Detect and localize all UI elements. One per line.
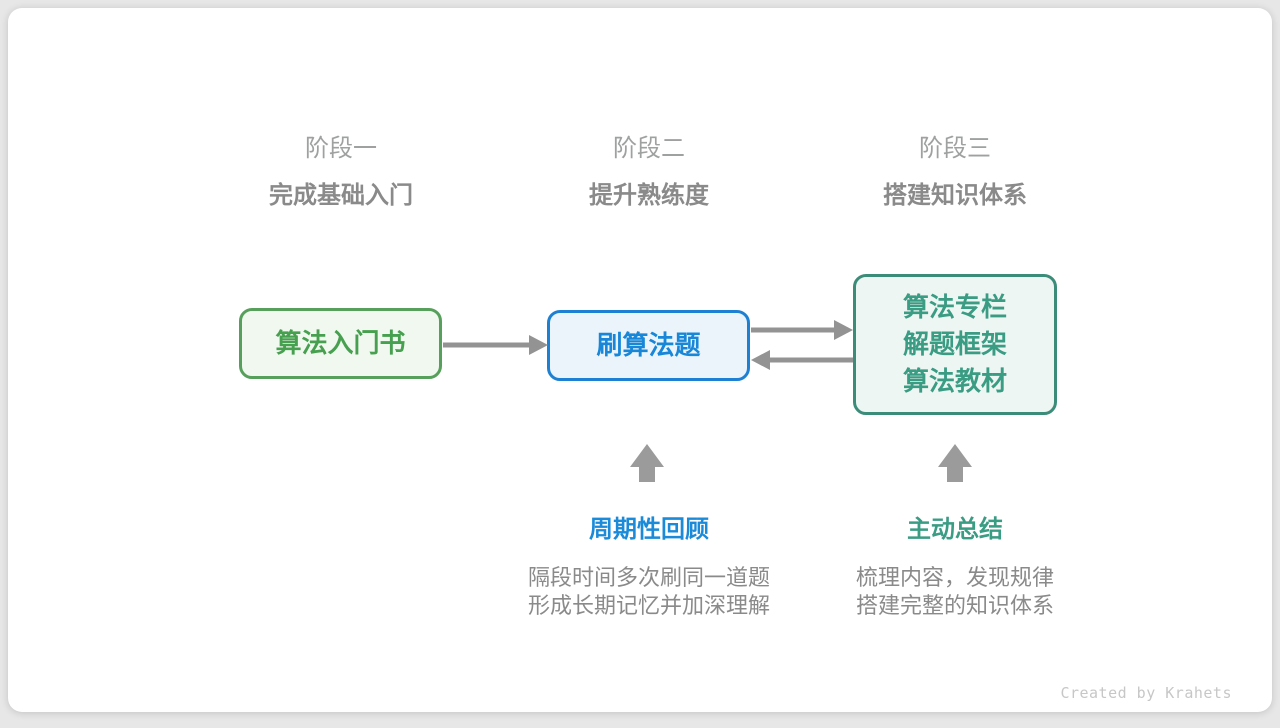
node-practice-problems-label: 刷算法题: [596, 330, 701, 360]
annotation-periodic-review-desc-line-1: 隔段时间多次刷同一道题: [527, 565, 770, 590]
up-arrow-summarize: [938, 444, 972, 482]
node-knowledge-sources: 算法专栏 解题框架 算法教材: [853, 274, 1057, 415]
stage-1-subtitle: 完成基础入门: [269, 182, 413, 209]
stage-header-3: 阶段三 搭建知识体系: [795, 134, 1115, 211]
stage-header-2: 阶段二 提升熟练度: [489, 134, 809, 211]
annotation-active-summary-desc-line-2: 搭建完整的知识体系: [855, 593, 1054, 618]
arrow-practice-to-knowledge: [751, 320, 853, 340]
stage-2-label: 阶段二: [613, 135, 685, 162]
stage-2-subtitle: 提升熟练度: [589, 182, 709, 209]
annotation-periodic-review-desc-line-2: 形成长期记忆并加深理解: [527, 593, 770, 618]
node-practice-problems: 刷算法题: [547, 310, 750, 381]
arrow-knowledge-to-practice: [751, 350, 853, 370]
node-knowledge-line-2: 解题框架: [902, 329, 1007, 359]
node-knowledge-line-1: 算法专栏: [902, 292, 1007, 322]
watermark-credit: Created by Krahets: [1060, 684, 1232, 702]
node-intro-book: 算法入门书: [239, 308, 442, 379]
annotation-active-summary-title: 主动总结: [907, 516, 1003, 543]
node-knowledge-line-3: 算法教材: [902, 366, 1007, 396]
up-arrow-review: [630, 444, 664, 482]
stage-3-label: 阶段三: [919, 135, 991, 162]
annotation-periodic-review: 周期性回顾 隔段时间多次刷同一道题 形成长期记忆并加深理解: [469, 514, 829, 620]
annotation-active-summary: 主动总结 梳理内容，发现规律 搭建完整的知识体系: [775, 514, 1135, 620]
annotation-active-summary-desc: 梳理内容，发现规律 搭建完整的知识体系: [775, 564, 1135, 620]
stage-1-label: 阶段一: [305, 135, 377, 162]
annotation-periodic-review-desc: 隔段时间多次刷同一道题 形成长期记忆并加深理解: [469, 564, 829, 620]
annotation-active-summary-desc-line-1: 梳理内容，发现规律: [855, 565, 1054, 590]
diagram-card: 阶段一 完成基础入门 阶段二 提升熟练度 阶段三 搭建知识体系 算法入门书 刷算…: [8, 8, 1272, 712]
node-intro-book-label: 算法入门书: [275, 328, 406, 358]
stage-3-subtitle: 搭建知识体系: [883, 182, 1027, 209]
arrow-intro-to-practice: [443, 335, 548, 355]
annotation-periodic-review-title: 周期性回顾: [589, 516, 709, 543]
stage-header-1: 阶段一 完成基础入门: [181, 134, 501, 211]
